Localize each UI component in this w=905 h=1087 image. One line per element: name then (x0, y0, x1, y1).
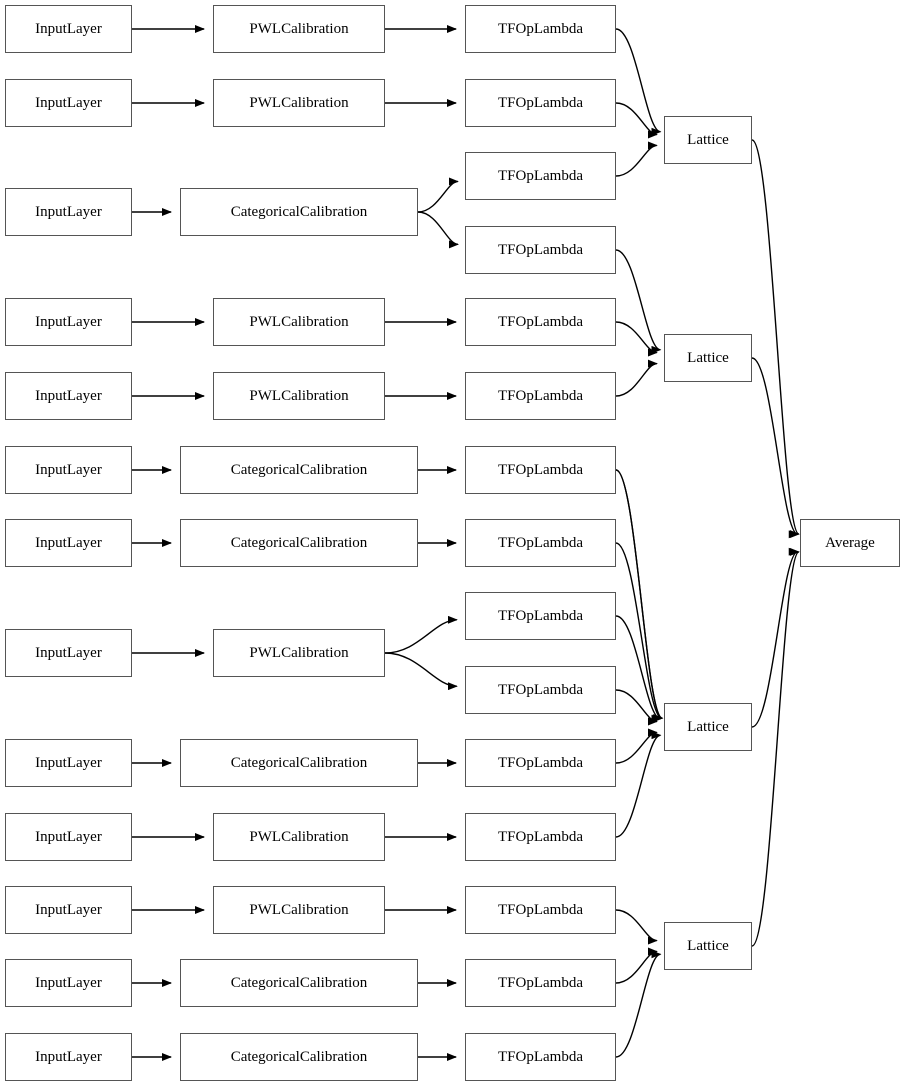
tf-op-node[interactable]: TFOpLambda (465, 79, 616, 127)
edge-op6-to-lat2 (615, 469, 664, 723)
tf-op-node[interactable]: TFOpLambda (465, 519, 616, 567)
calibration-node[interactable]: CategoricalCalibration (180, 739, 418, 787)
tf-op-node[interactable]: TFOpLambda (465, 226, 616, 274)
input-node[interactable]: InputLayer (5, 519, 132, 567)
calibration-node[interactable]: CategoricalCalibration (180, 1033, 418, 1081)
tf-op-node[interactable]: TFOpLambda (465, 5, 616, 53)
tf-op-node[interactable]: TFOpLambda (465, 152, 616, 200)
input-node[interactable]: InputLayer (5, 1033, 132, 1081)
edge-op6-to-lat2 (615, 469, 664, 723)
calibration-node[interactable]: PWLCalibration (213, 5, 385, 53)
tf-op-node[interactable]: TFOpLambda (465, 666, 616, 714)
calibration-node[interactable]: PWLCalibration (213, 79, 385, 127)
tf-op-node[interactable]: TFOpLambda (465, 298, 616, 346)
edge-op11-to-lat2 (615, 731, 662, 838)
calibration-node[interactable]: CategoricalCalibration (180, 188, 418, 236)
calibration-node[interactable]: PWLCalibration (213, 372, 385, 420)
lattice-node[interactable]: Lattice (664, 703, 752, 751)
calibration-node[interactable]: PWLCalibration (213, 629, 385, 677)
edge-op5-to-lat1 (615, 359, 658, 397)
edge-op14-to-lat3 (615, 950, 662, 1058)
input-node[interactable]: InputLayer (5, 739, 132, 787)
lattice-node[interactable]: Lattice (664, 116, 752, 164)
edge-op0-to-lat0 (615, 28, 662, 136)
edge-lat0-to-avg (751, 139, 800, 538)
edge-op9-to-lat2 (615, 689, 658, 726)
edge-cal7-to-op8 (384, 615, 458, 654)
edge-op1-to-lat0 (615, 102, 658, 139)
calibration-node[interactable]: CategoricalCalibration (180, 959, 418, 1007)
lattice-node[interactable]: Lattice (664, 334, 752, 382)
calibration-node[interactable]: PWLCalibration (213, 298, 385, 346)
tf-op-node[interactable]: TFOpLambda (465, 813, 616, 861)
input-node[interactable]: InputLayer (5, 959, 132, 1007)
edge-op7-to-lat2 (615, 542, 663, 723)
edge-lat1-to-avg (751, 357, 799, 539)
calibration-node[interactable]: PWLCalibration (213, 813, 385, 861)
tf-op-node[interactable]: TFOpLambda (465, 739, 616, 787)
input-node[interactable]: InputLayer (5, 79, 132, 127)
edge-op3-to-lat1 (615, 249, 662, 354)
input-node[interactable]: InputLayer (5, 298, 132, 346)
calibration-node[interactable]: PWLCalibration (213, 886, 385, 934)
edge-lat3-to-avg (751, 548, 800, 947)
input-node[interactable]: InputLayer (5, 813, 132, 861)
input-node[interactable]: InputLayer (5, 372, 132, 420)
calibration-node[interactable]: CategoricalCalibration (180, 519, 418, 567)
edge-op4-to-lat1 (615, 321, 658, 357)
lattice-node[interactable]: Lattice (664, 922, 752, 970)
tf-op-node[interactable]: TFOpLambda (465, 372, 616, 420)
edge-op12-to-lat3 (615, 909, 658, 945)
input-node[interactable]: InputLayer (5, 188, 132, 236)
average-node[interactable]: Average (800, 519, 900, 567)
edge-cal2-to-op3 (417, 211, 460, 249)
calibration-node[interactable]: CategoricalCalibration (180, 446, 418, 494)
tf-op-node[interactable]: TFOpLambda (465, 886, 616, 934)
input-node[interactable]: InputLayer (5, 886, 132, 934)
edge-cal7-to-op9 (384, 652, 458, 691)
tf-op-node[interactable]: TFOpLambda (465, 446, 616, 494)
edge-op8-to-lat2 (615, 615, 662, 723)
edge-lat2-to-avg (751, 547, 799, 728)
input-node[interactable]: InputLayer (5, 446, 132, 494)
input-node[interactable]: InputLayer (5, 5, 132, 53)
edge-cal2-to-op2 (417, 177, 459, 213)
tf-op-node[interactable]: TFOpLambda (465, 1033, 616, 1081)
tf-op-node[interactable]: TFOpLambda (465, 592, 616, 640)
edge-op2-to-lat0 (615, 141, 658, 177)
input-node[interactable]: InputLayer (5, 629, 132, 677)
tf-op-node[interactable]: TFOpLambda (465, 959, 616, 1007)
